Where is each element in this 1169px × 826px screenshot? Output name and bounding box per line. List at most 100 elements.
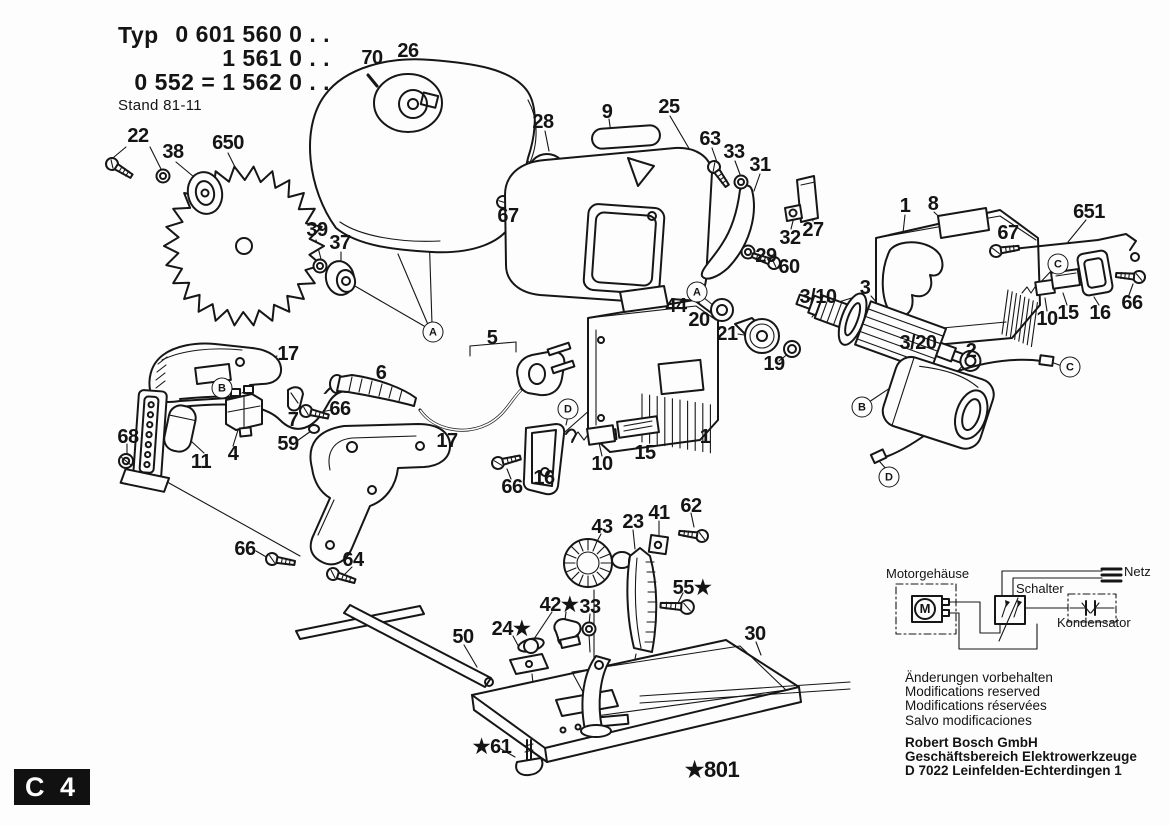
part-label-41: 41 (648, 502, 670, 524)
part-label-42: 42★ (539, 594, 579, 616)
part-label-15: 15 (1057, 302, 1079, 324)
capacitor-11 (162, 403, 198, 454)
part-label-22: 22 (127, 125, 149, 147)
type-designation-label: Typ (118, 22, 159, 48)
part-label-5: 5 (486, 327, 498, 349)
part-label-17: 17 (277, 343, 299, 365)
legal-line: Modifications réservées (905, 698, 1047, 714)
field-coil-2 (871, 353, 1054, 463)
part-label-33: 33 (723, 141, 745, 163)
capacitor-box (1068, 594, 1116, 622)
assembly-marker-a-2: A (686, 281, 708, 303)
part-label-43: 43 (591, 516, 613, 538)
part-label-20: 20 (688, 309, 710, 331)
washer-39 (312, 258, 328, 274)
adjuster-knob-43 (564, 539, 639, 587)
gear-train (711, 299, 800, 357)
type-line-1: 0 601 560 0 . . (175, 21, 330, 47)
part-label-310: 3/10 (799, 286, 837, 308)
allen-key-651 (1012, 234, 1139, 261)
button-59 (309, 425, 319, 433)
base-plate-30 (472, 640, 850, 762)
mains-label: Netz (1124, 564, 1151, 579)
part-label-26: 26 (397, 40, 419, 62)
type-plate-44 (620, 286, 668, 312)
part-label-16: 16 (1089, 302, 1111, 324)
saw-blade-drawing (102, 154, 357, 326)
part-label-67: 67 (497, 205, 519, 227)
label-slot-9 (591, 125, 660, 150)
part-label-17: 17 (436, 430, 458, 452)
motor-housing-label: Motorgehäuse (886, 566, 970, 581)
switch-label: Schalter (1016, 581, 1064, 596)
part-label-68: 68 (117, 426, 139, 448)
plug-pin (548, 343, 571, 356)
part-label-1: 1 (699, 426, 711, 448)
company-line: Robert Bosch GmbH (905, 734, 1038, 750)
assembly-marker-b-3: B (211, 377, 233, 399)
depth-guide-column (120, 389, 175, 492)
switch-4 (226, 386, 262, 437)
part-label-30: 30 (744, 623, 766, 645)
part-label-37: 37 (329, 232, 351, 254)
type-plate-8 (938, 208, 989, 238)
motor-symbol-circle (915, 599, 935, 619)
part-label-66: 66 (1121, 292, 1143, 314)
part-label-64: 64 (342, 549, 364, 571)
part-label-801: ★801 (684, 757, 740, 782)
part-label-66: 66 (329, 398, 351, 420)
legal-line: Änderungen vorbehalten (905, 670, 1053, 685)
part-label-3: 3 (859, 277, 871, 299)
clamp-piece-32 (785, 205, 802, 221)
clamping-flange-37 (323, 258, 357, 297)
part-label-320: 3/20 (899, 332, 937, 354)
capacitor-label: Kondensator (1057, 615, 1131, 630)
washer-22 (155, 168, 171, 184)
washer-33-bottom (581, 621, 597, 637)
assembly-marker-b-4: B (851, 396, 873, 418)
revision-date: Stand 81-11 (118, 97, 202, 114)
company-line: D 7022 Leinfelden-Echterdingen 1 (905, 763, 1122, 779)
pin-70 (368, 75, 377, 86)
part-label-39: 39 (306, 219, 328, 241)
wing-clamp-42 (554, 619, 580, 648)
part-label-50: 50 (452, 626, 474, 648)
assembly-marker-a-1: A (422, 321, 444, 343)
part-label-15: 15 (634, 442, 656, 464)
part-label-650: 650 (212, 132, 244, 154)
gear-21 (735, 318, 779, 353)
company-line: Geschäftsbereich Elektrowerkzeuge (905, 749, 1137, 765)
plug-pin (552, 361, 575, 374)
motor-housing-1 (876, 208, 1040, 348)
depth-scale-23 (627, 548, 656, 652)
part-label-651: 651 (1073, 201, 1105, 223)
mains-cord-5 (420, 343, 574, 430)
part-label-70: 70 (361, 47, 383, 69)
motor-symbol-letter: M (919, 601, 931, 617)
part-label-59: 59 (277, 433, 299, 455)
clamping-flange-38 (184, 169, 226, 217)
part-label-10: 10 (591, 453, 613, 475)
lower-guard-26 (310, 59, 536, 252)
nut-68 (119, 454, 133, 468)
part-label-44: 44 (665, 295, 687, 317)
part-label-67: 67 (997, 222, 1019, 244)
cable-clamp-7 (288, 387, 303, 410)
washer-33-top (733, 174, 749, 190)
screw-55 (658, 597, 696, 616)
type-line-2: 1 561 0 . . (222, 45, 330, 71)
page-code-badge: C 4 (14, 769, 90, 805)
arbor-screw-22 (102, 154, 136, 183)
handle-half-17-lower (310, 424, 450, 564)
part-label-2: 2 (965, 340, 977, 362)
part-label-11: 11 (190, 451, 212, 473)
cord-sleeve-6 (330, 375, 416, 406)
part-label-29: 29 (755, 245, 777, 267)
armature-3 (789, 274, 989, 391)
part-label-8: 8 (927, 193, 939, 215)
screw-61 (516, 740, 542, 775)
part-label-7: 7 (287, 409, 299, 431)
type-line-3: 0 552 = 1 562 0 . . (134, 69, 330, 95)
part-label-1: 1 (899, 195, 911, 217)
part-label-60: 60 (778, 256, 800, 278)
